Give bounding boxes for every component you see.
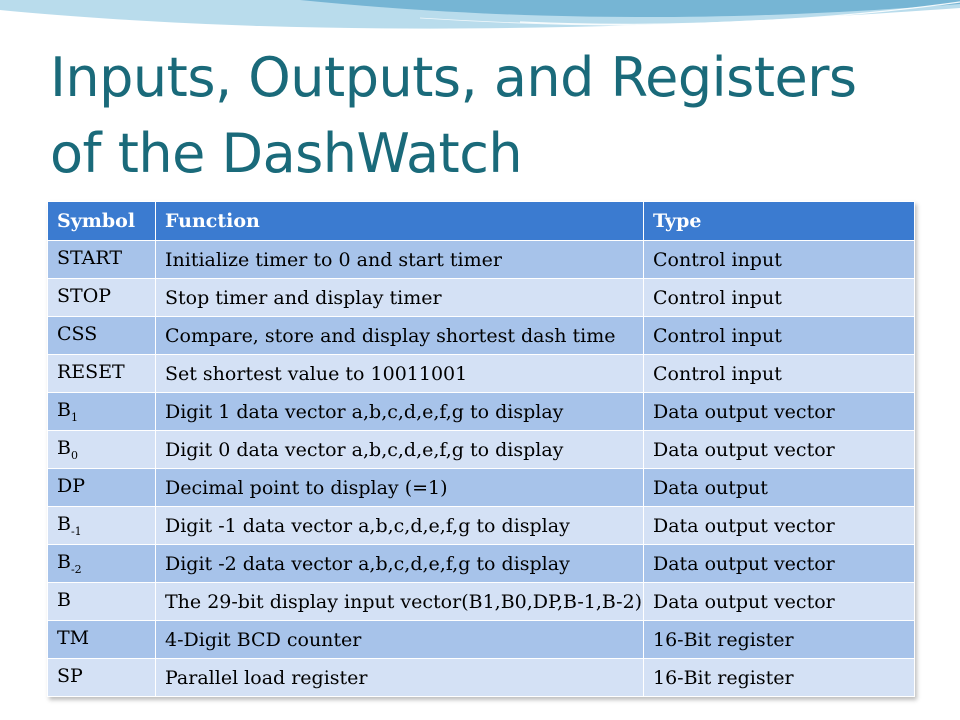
function-cell: Parallel load register [155,658,644,697]
symbol-cell: B-1 [47,506,156,545]
function-cell: 4-Digit BCD counter [155,620,644,659]
table-body: START Initialize timer to 0 and start tim… [47,240,915,697]
header-type: Type [643,201,915,241]
function-cell: Set shortest value to 10011001 [155,354,644,393]
symbol-cell: SP [47,658,156,697]
symbol-subscript: -2 [70,562,82,576]
table-header-row: Symbol Function Type [47,201,915,241]
function-cell: Digit -2 data vector a,b,c,d,e,f,g to di… [155,544,644,583]
io-register-table: Symbol Function Type START Initialize tim… [47,201,915,697]
function-cell: Stop timer and display timer [155,278,644,317]
symbol-cell: START [47,240,156,279]
symbol-text: B [57,551,71,574]
symbol-cell: STOP [47,278,156,317]
symbol-cell: B [47,582,156,621]
symbol-text: CSS [57,323,98,346]
function-cell: Decimal point to display (=1) [155,468,644,507]
symbol-cell: CSS [47,316,156,355]
symbol-text: B [57,589,71,612]
symbol-text: SP [57,665,83,688]
type-cell: Control input [643,240,915,279]
slide-title-line-2: of the DashWatch [50,122,523,185]
type-cell: Control input [643,316,915,355]
symbol-cell: B1 [47,392,156,431]
symbol-text: DP [57,475,86,498]
symbol-text: START [57,247,123,270]
function-cell: Digit -1 data vector a,b,c,d,e,f,g to di… [155,506,644,545]
type-cell: Data output vector [643,506,915,545]
symbol-text: B [57,437,71,460]
symbol-cell: B-2 [47,544,156,583]
symbol-text: RESET [57,361,125,384]
table-row: DP Decimal point to display (=1)Data outp… [47,468,915,507]
symbol-text: TM [57,627,90,650]
function-cell: Compare, store and display shortest dash… [155,316,644,355]
type-cell: 16-Bit register [643,658,915,697]
type-cell: Data output vector [643,582,915,621]
type-cell: Control input [643,354,915,393]
slide-title: Inputs, Outputs, and Registers of the Da… [50,40,930,192]
symbol-cell: TM [47,620,156,659]
symbol-subscript: -1 [70,524,82,538]
symbol-text: STOP [57,285,112,308]
type-cell: Data output vector [643,544,915,583]
type-cell: Control input [643,278,915,317]
type-cell: Data output [643,468,915,507]
function-cell: The 29-bit display input vector(B1,B0,DP… [155,582,644,621]
function-cell: Digit 1 data vector a,b,c,d,e,f,g to dis… [155,392,644,431]
table-row: B The 29-bit display input vector(B1,B0,D… [47,582,915,621]
slide-title-line-1: Inputs, Outputs, and Registers [50,46,857,109]
symbol-cell: RESET [47,354,156,393]
type-cell: Data output vector [643,430,915,469]
function-cell: Digit 0 data vector a,b,c,d,e,f,g to dis… [155,430,644,469]
header-symbol: Symbol [47,201,156,241]
symbol-text: B [57,513,71,536]
type-cell: 16-Bit register [643,620,915,659]
header-swoosh-decoration [0,0,960,29]
symbol-text: B [57,399,71,422]
header-function: Function [155,201,644,241]
symbol-cell: B0 [47,430,156,469]
table-row: CSS Compare, store and display shortest d… [47,316,915,355]
symbol-cell: DP [47,468,156,507]
type-cell: Data output vector [643,392,915,431]
table-row: START Initialize timer to 0 and start tim… [47,240,915,279]
function-cell: Initialize timer to 0 and start timer [155,240,644,279]
symbol-subscript: 1 [70,410,78,424]
symbol-subscript: 0 [70,448,78,462]
